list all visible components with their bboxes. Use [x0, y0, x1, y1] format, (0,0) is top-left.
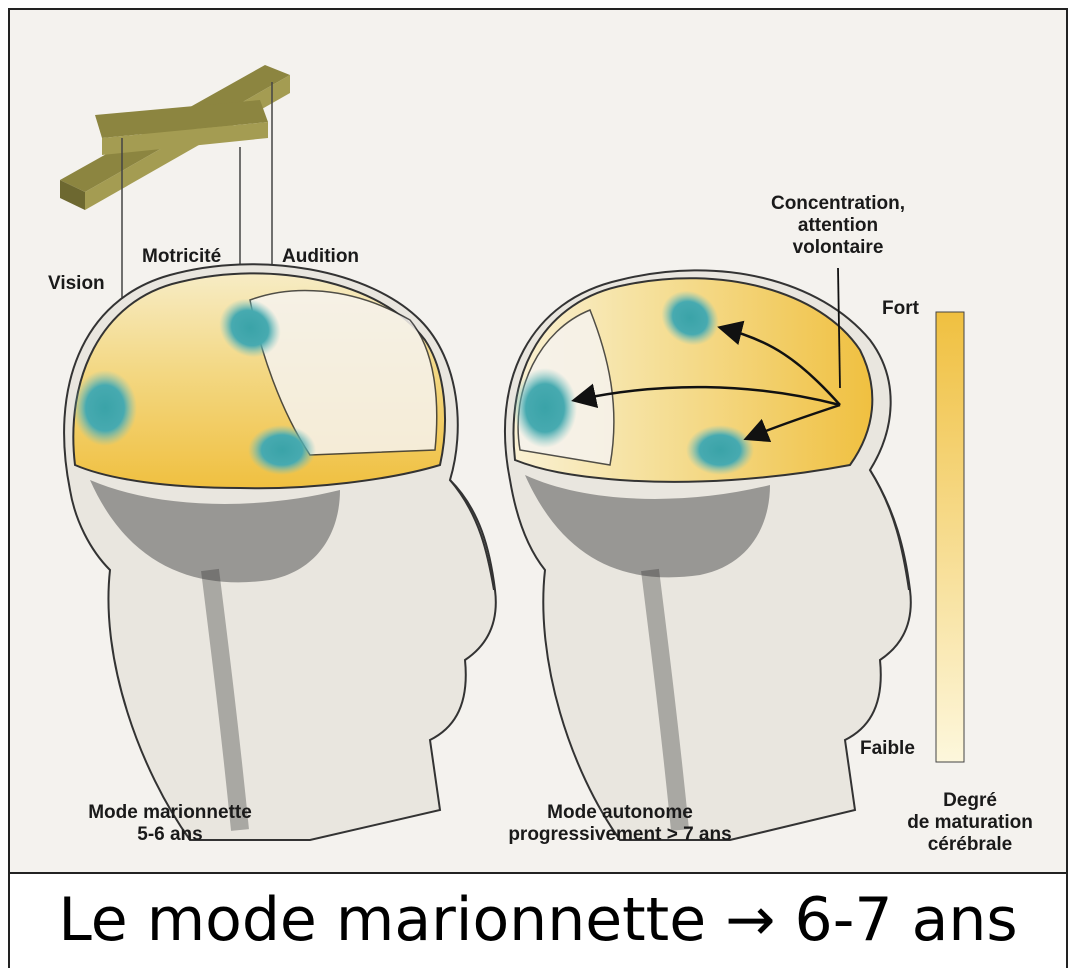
mode-autonome-title: Mode autonome — [480, 802, 760, 824]
mode-marionnette-age: 5-6 ans — [50, 824, 290, 846]
slide-frame: Vision Motricité Audition Concentration,… — [8, 8, 1068, 968]
vision-zone-right — [513, 368, 577, 448]
label-concentration-line1: Concentration, — [728, 193, 948, 215]
maturation-line2: de maturation — [880, 812, 1060, 834]
mode-marionnette-title: Mode marionnette — [50, 802, 290, 824]
slide-caption-bar: Le mode marionnette → 6-7 ans — [10, 872, 1066, 968]
caption-mode-autonome: Mode autonome progressivement > 7 ans — [480, 802, 760, 846]
label-concentration-line3: volontaire — [728, 237, 948, 259]
brain-maturation-illustration: Vision Motricité Audition Concentration,… — [10, 10, 1066, 872]
audition-zone — [248, 425, 316, 475]
maturation-scale-bar — [936, 312, 964, 762]
maturation-line1: Degré — [880, 790, 1060, 812]
caption-mode-marionnette: Mode marionnette 5-6 ans — [50, 802, 290, 846]
left-head — [64, 264, 496, 840]
label-fort: Fort — [882, 298, 919, 320]
label-concentration: Concentration, attention volontaire — [728, 193, 948, 259]
label-vision: Vision — [48, 273, 105, 295]
maturation-line3: cérébrale — [880, 834, 1060, 856]
mode-autonome-age: progressivement > 7 ans — [480, 824, 760, 846]
right-head — [505, 268, 911, 840]
audition-zone-right — [686, 425, 754, 475]
label-faible: Faible — [860, 738, 915, 760]
slide-caption: Le mode marionnette → 6-7 ans — [10, 882, 1066, 958]
label-audition: Audition — [282, 246, 359, 268]
label-concentration-line2: attention — [728, 215, 948, 237]
vision-zone — [73, 370, 137, 446]
puppet-control-bar — [60, 65, 290, 210]
caption-maturation: Degré de maturation cérébrale — [880, 790, 1060, 856]
label-motricite: Motricité — [142, 246, 221, 268]
